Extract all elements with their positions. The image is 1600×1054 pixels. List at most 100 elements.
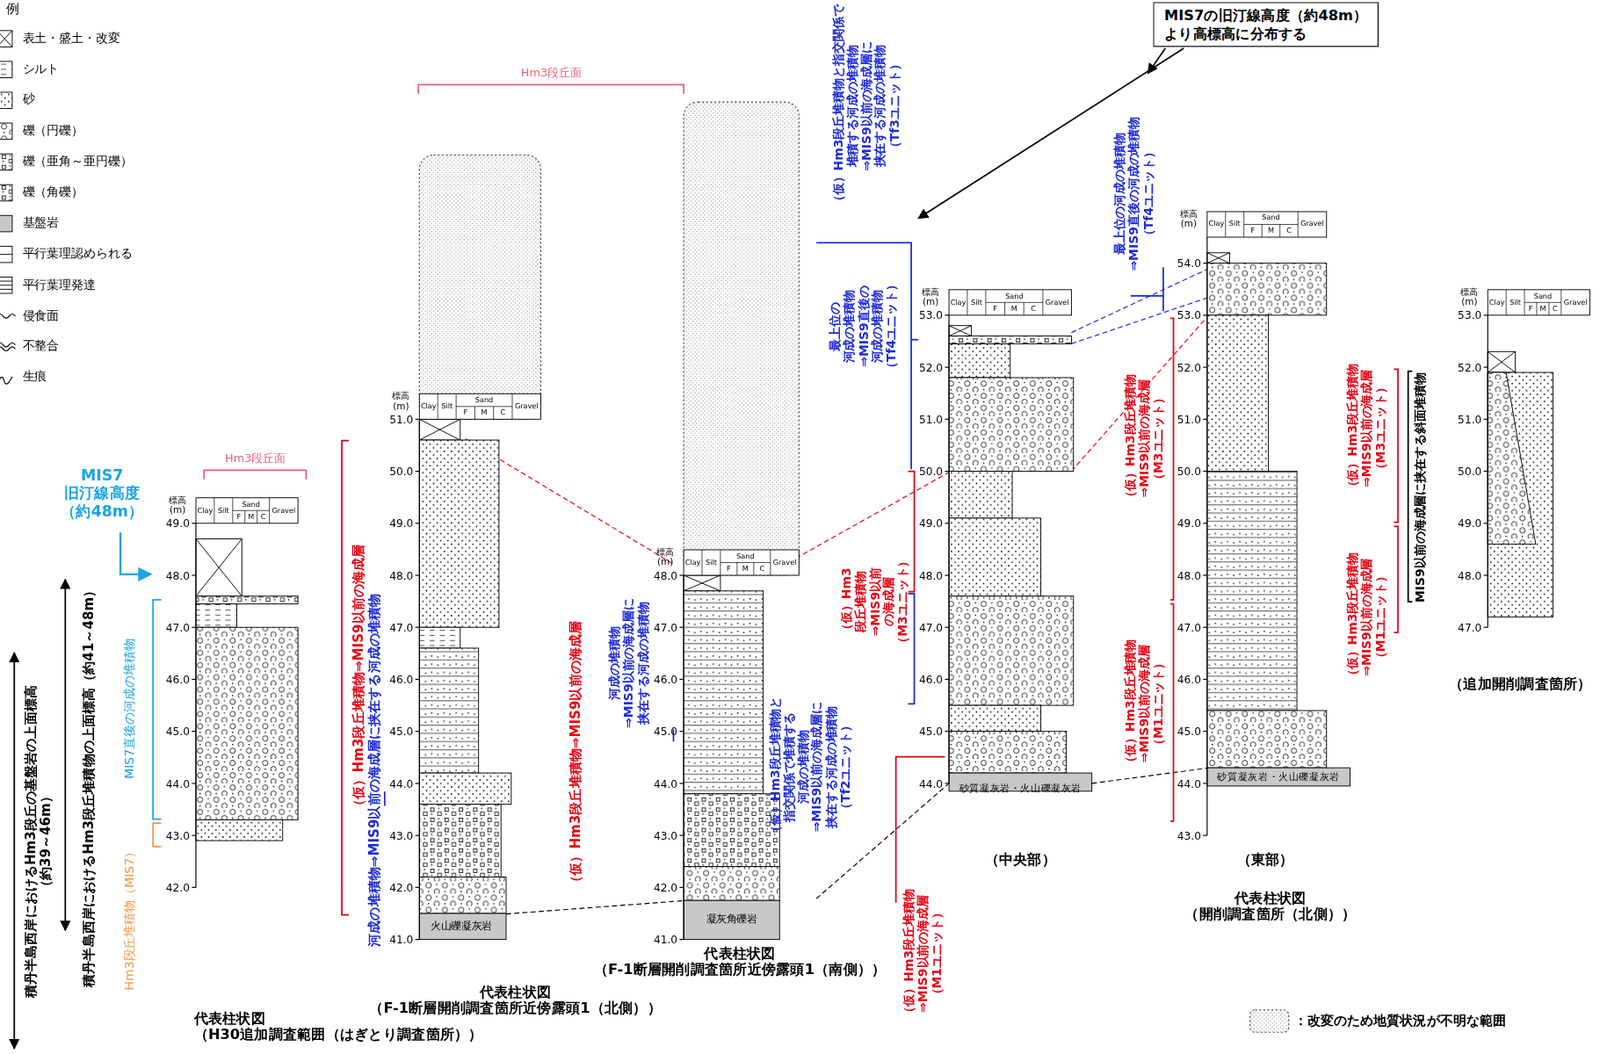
text-line: M: [742, 565, 749, 573]
text-line: 49.0: [1440, 517, 1482, 530]
tick-mark: [679, 939, 684, 941]
axis-title: 標高 (m): [1173, 209, 1205, 231]
text-line: （仮）Hm3段丘堆積物と: [768, 696, 783, 839]
tick-mark: [415, 679, 420, 681]
header-cell: Gravel: [773, 558, 797, 566]
text-line: 50.0: [902, 465, 943, 478]
tick-mark: [1202, 262, 1208, 264]
text-line: 53.0: [902, 309, 943, 322]
text-line: 42.0: [149, 881, 190, 894]
text-line: Gravel: [1563, 298, 1588, 306]
column-caption: （中央部）: [984, 851, 1057, 869]
text-line: (m): [385, 401, 417, 412]
legend-swatch: [0, 92, 13, 109]
text-line: MIS7の旧汀線高度（約48m）: [1164, 6, 1368, 25]
legend-swatch: [0, 281, 13, 290]
tick-mark: [191, 679, 196, 681]
text-line: （仮）Hm3段丘堆積物: [1123, 374, 1138, 504]
text-line: ⇒MIS9以前の海成層: [1360, 552, 1375, 682]
unit-annotation: 積丹半島西岸におけるHm3段丘の基盤岩の上面標高 （約39～46m）: [23, 685, 55, 999]
text-line: ⇒MIS9以前の海成層: [1137, 374, 1152, 504]
elevation-value: 51.0: [1440, 412, 1482, 426]
text-line: 50.0: [1159, 465, 1201, 478]
elevation-axis: [1206, 237, 1208, 836]
elevation-value: 52.0: [902, 361, 943, 374]
elevation-value: 46.0: [149, 673, 190, 686]
text-line: Sand: [736, 552, 754, 560]
elevation-value: 53.0: [1440, 309, 1482, 322]
tick-mark: [191, 627, 196, 629]
text-line: ⇒MIS9直後の河成の堆積物: [1127, 116, 1142, 272]
text-line: Clay: [1489, 298, 1506, 306]
axis-title: 標高 (m): [162, 495, 194, 516]
elevation-value: 44.0: [637, 777, 678, 790]
text-line: 代表柱状図: [194, 1010, 500, 1028]
header-grid: [437, 393, 513, 420]
unit-annotation: （仮）Hm3段丘堆積物と指交関係で 堆積する河成の堆積物 ⇒MIS9以前の海成層…: [832, 4, 903, 208]
tick-mark: [679, 574, 684, 576]
text-line: （F-1断層開削調査箇所近傍露頭1（南側））: [566, 961, 914, 978]
text-line: （中央部）: [984, 851, 1057, 869]
text-line: 表土・盛土・改変: [22, 31, 121, 46]
text-line: 最上位の: [829, 278, 844, 375]
header-box: [1487, 289, 1590, 316]
text-line: 42.0: [637, 881, 678, 894]
text-line: ⇒MIS9以前の海成層に: [860, 4, 875, 208]
column-caption: 代表柱状図 （開削調査箇所（北側））: [1168, 890, 1373, 923]
text-line: 標高: [915, 288, 947, 298]
elevation-value: 43.0: [637, 829, 678, 842]
text-line: 礫（亜角～亜円礫）: [22, 154, 133, 169]
text-line: Sand: [475, 397, 493, 405]
text-line: Silt: [441, 403, 453, 411]
unit-annotation: MIS9以前の海成層に挟在する斜面堆積物: [1414, 372, 1429, 603]
text-line: 河成の堆積物: [871, 278, 886, 375]
axis-title: 標高 (m): [915, 288, 947, 309]
column-caption: （追加開削調査箇所）: [1448, 675, 1593, 693]
elevation-value: 49.0: [1440, 517, 1482, 530]
header-box: [195, 498, 298, 524]
text-line: 48.0: [149, 569, 190, 582]
stratum: [419, 440, 500, 628]
tick-mark: [191, 574, 196, 576]
range-bracket: [1393, 526, 1398, 633]
elevation-value: 51.0: [1159, 412, 1201, 426]
legend-text: 砂: [22, 93, 36, 108]
header-grid: [702, 550, 771, 576]
header-cell: Silt: [705, 558, 717, 566]
text-line: 積丹半島西岸におけるHm3段丘堆積物の上面標高（約41～48m）: [82, 584, 98, 988]
legend-swatch: [0, 153, 13, 171]
unit-annotation: Hm3段丘堆積物（MIS7）: [123, 846, 138, 991]
unit-annotation: （仮）Hm3段丘堆積物 ⇒MIS9以前の海成層 （M1ユニット）: [1346, 552, 1389, 682]
legend-swatch: [0, 30, 13, 48]
unit-annotation: （仮）Hm3段丘堆積物 ⇒MIS9以前の海成層 （M1ユニット）: [1123, 639, 1166, 769]
text-line: （M1ユニット）: [1374, 552, 1389, 682]
text-line: 段丘堆積物: [854, 555, 869, 650]
header-grid: [967, 289, 1043, 316]
column-caption: 代表柱状図 （F-1断層開削調査箇所近傍露頭1（北側））: [352, 984, 680, 1017]
text-line: 平行葉理発達: [22, 278, 97, 293]
text-line: 50.0: [372, 465, 413, 478]
tick-mark: [191, 887, 196, 889]
tick-mark: [944, 470, 949, 472]
header-cell: C: [1030, 305, 1036, 313]
tick-mark: [1484, 574, 1489, 576]
text-line: （約48m）: [50, 502, 153, 521]
legend-text: ：改変のため地質状況が不明な範囲: [1294, 1013, 1507, 1029]
bedrock-name: 火山礫凝灰岩: [430, 920, 493, 933]
text-line: (m): [915, 297, 947, 308]
text-line: （仮）Hm3段丘堆積物と指交関係で: [832, 4, 847, 208]
text-line: Silt: [1229, 220, 1241, 228]
header-cell: Clay: [685, 558, 702, 566]
topsoil-cross: [1207, 253, 1231, 264]
tick-mark: [415, 627, 420, 629]
range-bracket: [152, 823, 161, 848]
text-line: C: [260, 514, 267, 522]
header-box: [1207, 211, 1327, 238]
text-line: 44.0: [1159, 777, 1201, 790]
header-grid: [214, 498, 270, 524]
tick-mark: [1202, 367, 1208, 369]
text-line: （仮）Hm3段丘堆積物: [1123, 639, 1138, 769]
tick-mark: [1202, 679, 1208, 681]
text-line: 47.0: [1159, 621, 1201, 634]
